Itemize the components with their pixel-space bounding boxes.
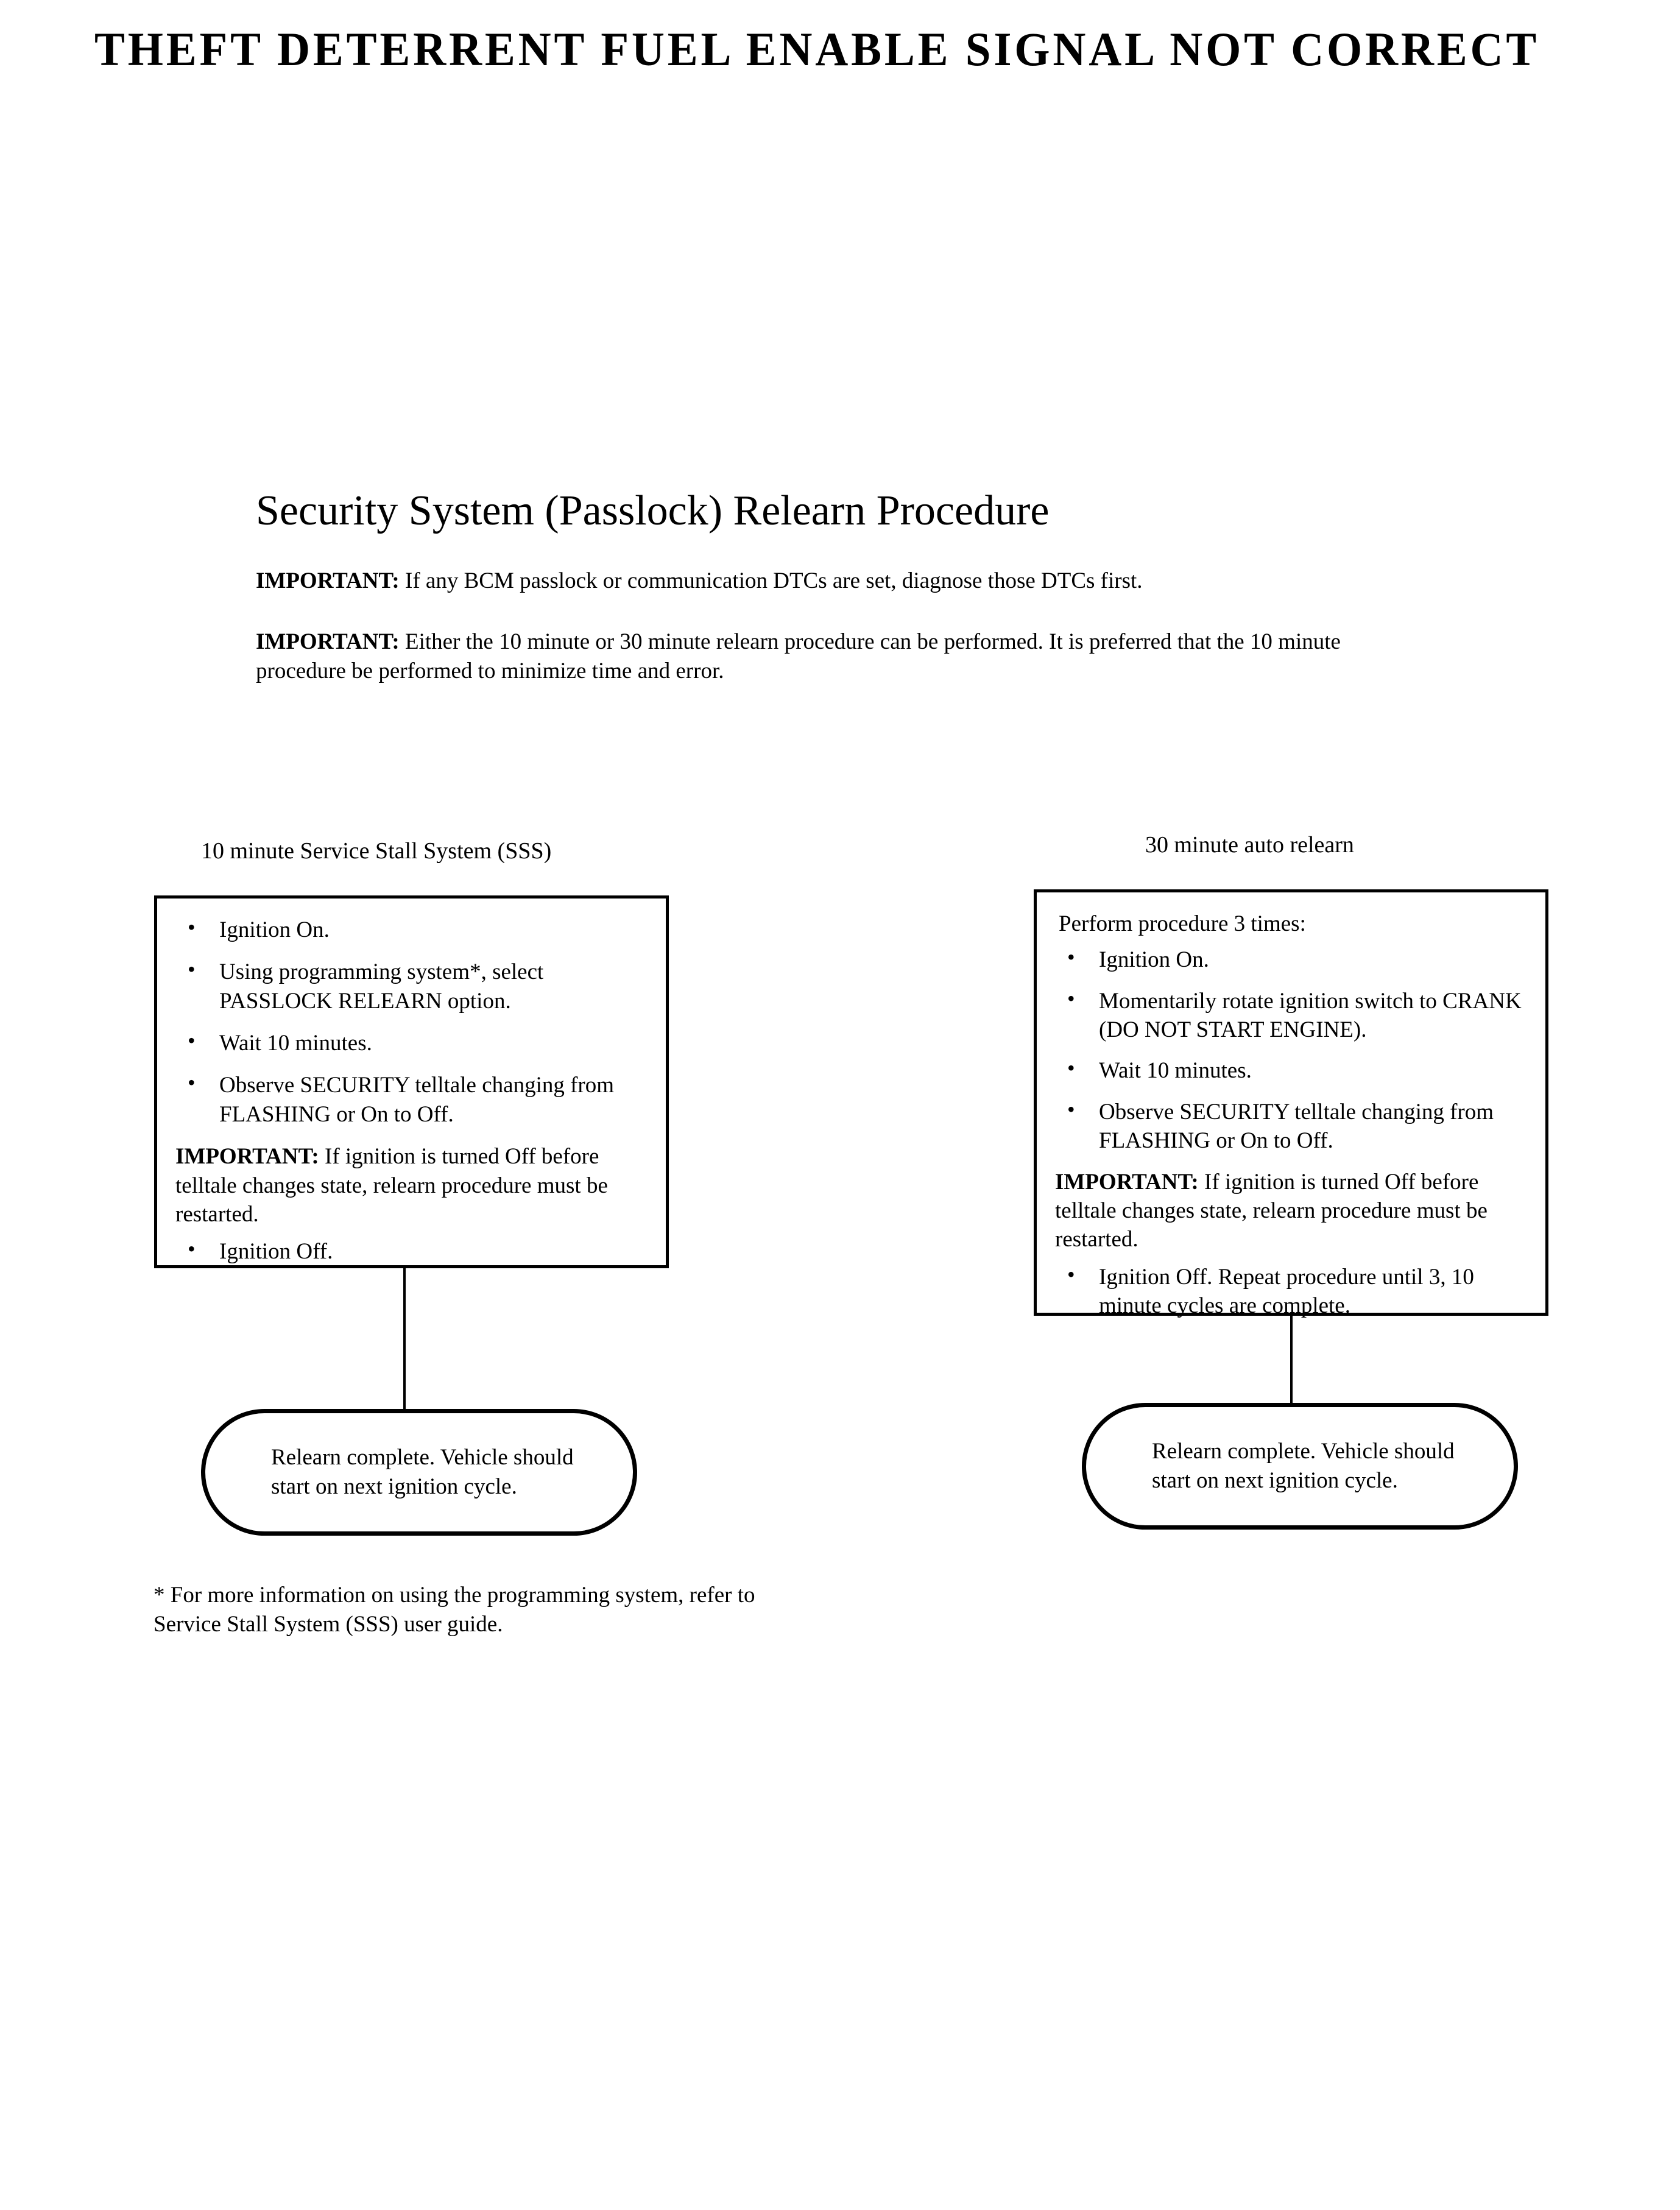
list-item: Ignition On. (173, 913, 650, 944)
right-box-important-label: IMPORTANT: (1055, 1169, 1199, 1195)
list-item: Ignition Off. (173, 1235, 650, 1266)
important-label-2: IMPORTANT: (256, 629, 400, 654)
list-item: Ignition On. (1053, 943, 1530, 974)
left-box-important-text: If ignition is turned Off before telltal… (175, 1144, 608, 1227)
list-item: Wait 10 minutes. (173, 1026, 650, 1057)
list-item: Observe SECURITY telltale changing from … (1053, 1095, 1530, 1156)
right-procedure-content: Perform procedure 3 times: Ignition On. … (1037, 892, 1545, 1340)
right-box-important-note: IMPORTANT: If ignition is turned Off bef… (1055, 1168, 1530, 1254)
left-column-caption: 10 minute Service Stall System (SSS) (201, 838, 552, 864)
list-item: Wait 10 minutes. (1053, 1054, 1530, 1085)
right-terminator-text: Relearn complete. Vehicle should start o… (1152, 1438, 1455, 1493)
left-procedure-box: Ignition On. Using programming system*, … (154, 895, 669, 1268)
left-bullet-list-primary: Ignition On. Using programming system*, … (173, 913, 650, 1129)
left-box-important-label: IMPORTANT: (175, 1144, 319, 1170)
right-column-caption: 30 minute auto relearn (1145, 832, 1354, 858)
right-procedure-box: Perform procedure 3 times: Ignition On. … (1034, 889, 1548, 1318)
left-box-important-note: IMPORTANT: If ignition is turned Off bef… (175, 1142, 650, 1229)
list-item: Using programming system*, select PASSLO… (173, 955, 650, 1015)
footnote: * For more information on using the prog… (154, 1583, 755, 1637)
left-bullet-list-secondary: Ignition Off. (173, 1235, 650, 1266)
right-terminator-node: Relearn complete. Vehicle should start o… (1082, 1403, 1518, 1530)
important-label-1: IMPORTANT: (256, 568, 400, 593)
left-procedure-content: Ignition On. Using programming system*, … (157, 898, 666, 1286)
important-note-1: IMPORTANT: If any BCM passlock or commun… (256, 567, 1358, 596)
important-text-2: Either the 10 minute or 30 minute relear… (256, 629, 1341, 684)
right-box-important-text: If ignition is turned Off before telltal… (1055, 1169, 1488, 1252)
right-procedure-lead: Perform procedure 3 times: (1059, 911, 1306, 936)
right-bullet-list-primary: Ignition On. Momentarily rotate ignition… (1053, 943, 1530, 1156)
list-item: Momentarily rotate ignition switch to CR… (1053, 984, 1530, 1045)
important-text-1: If any BCM passlock or communication DTC… (399, 568, 1143, 593)
important-note-2: IMPORTANT: Either the 10 minute or 30 mi… (256, 627, 1352, 686)
left-terminator-text: Relearn complete. Vehicle should start o… (271, 1444, 574, 1499)
right-bullet-list-secondary: Ignition Off. Repeat procedure until 3, … (1053, 1260, 1530, 1321)
page-banner-title: THEFT DETERRENT FUEL ENABLE SIGNAL NOT C… (94, 23, 1540, 76)
left-terminator-node: Relearn complete. Vehicle should start o… (201, 1409, 637, 1536)
list-item: Observe SECURITY telltale changing from … (173, 1068, 650, 1129)
left-connector-line (403, 1267, 406, 1411)
right-connector-line (1290, 1314, 1293, 1404)
list-item: Ignition Off. Repeat procedure until 3, … (1053, 1260, 1530, 1321)
page-title: Security System (Passlock) Relearn Proce… (256, 487, 1050, 534)
